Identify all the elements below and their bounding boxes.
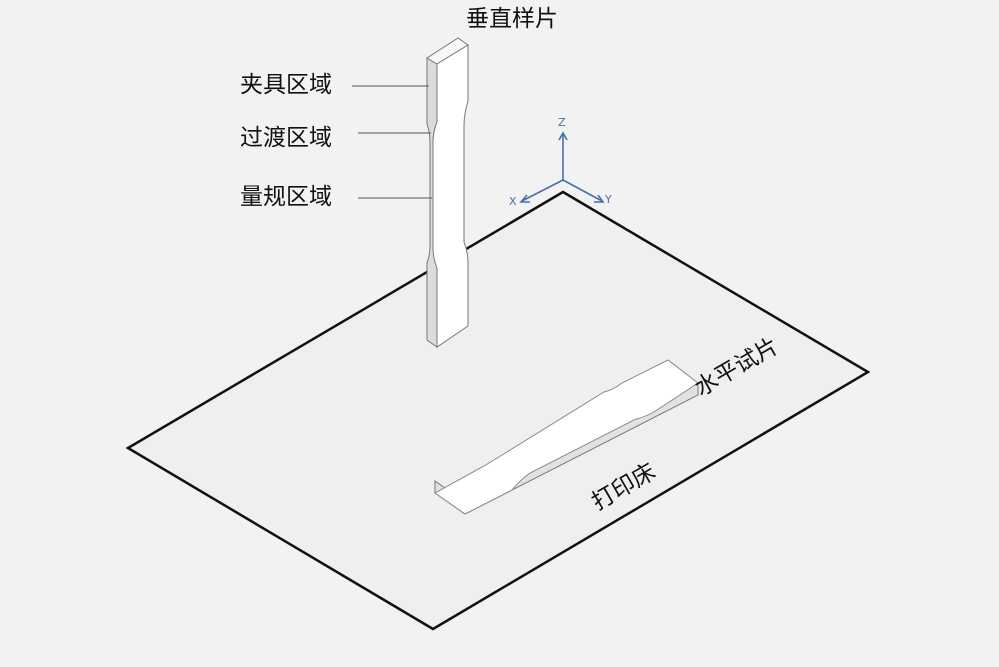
vertical-specimen-label: 垂直样片: [466, 6, 558, 32]
print-bed: [125, 190, 871, 631]
vertical-specimen: [426, 37, 469, 348]
y-axis-label: Y: [605, 193, 612, 206]
horizontal-specimen: [434, 359, 699, 515]
vertical-specimen-face: [432, 44, 469, 348]
clamp-region-label: 夹具区域: [240, 72, 332, 98]
x-axis-label: X: [509, 195, 517, 208]
gauge-region-label: 量规区域: [240, 184, 332, 210]
x-axis-arrow: [519, 194, 530, 203]
y-axis-line: [562, 179, 603, 202]
horizontal-specimen-top: [434, 359, 699, 515]
z-axis-label: Z: [558, 116, 566, 129]
transition-region-label: 过渡区域: [240, 125, 332, 151]
z-axis-arrow: [558, 131, 568, 141]
axis-indicator: [519, 131, 605, 203]
y-axis-arrow: [594, 194, 605, 203]
x-axis-line: [521, 179, 564, 202]
